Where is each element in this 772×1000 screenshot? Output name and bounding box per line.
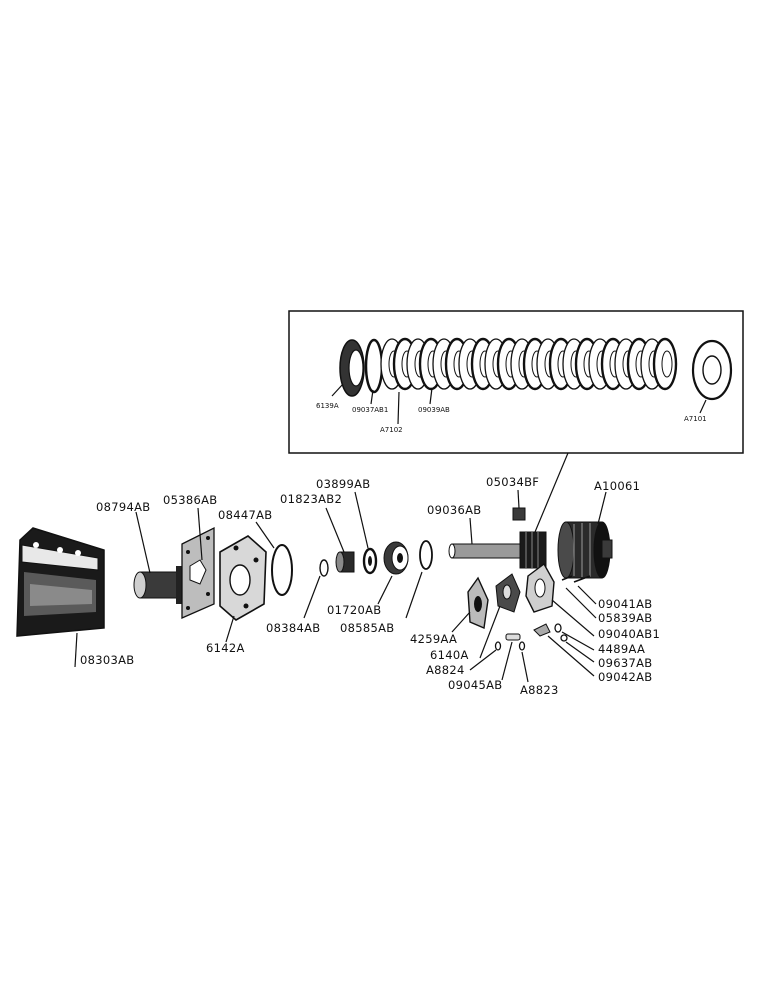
label-08303AB: 08303AB [80, 653, 134, 667]
gasket-05386AB [181, 526, 215, 619]
washer-A8824 [494, 641, 502, 651]
pins-09041AB [561, 575, 591, 583]
label-05839AB: 05839AB [598, 611, 652, 625]
label-A7101: A7101 [684, 415, 707, 423]
shaft-08794AB [133, 566, 186, 604]
separate-plate-a7101 [691, 339, 733, 401]
label-01720AB: 01720AB [327, 603, 381, 617]
leader-6139A [331, 383, 344, 397]
leader-05034BF [517, 489, 520, 509]
leader-09041AB [577, 585, 597, 605]
spring-09042AB [533, 623, 551, 637]
leader-09036AB [469, 517, 473, 545]
pump-body-6142A [219, 535, 267, 621]
leader-4259AA [451, 611, 471, 633]
leader-08447AB [255, 521, 275, 549]
label-08384AB: 08384AB [266, 621, 320, 635]
label-4489AA: 4489AA [598, 642, 645, 656]
leader-09037AB1 [370, 389, 374, 405]
spacer-09045AB [505, 633, 521, 641]
leader-08384AB [303, 575, 321, 619]
leader-08794AB [135, 511, 151, 574]
piston-plate [339, 339, 365, 397]
label-6142A: 6142A [206, 641, 245, 655]
leader-05839AB [565, 587, 597, 619]
label-09036AB: 09036AB [427, 503, 481, 517]
inset-connector-leader [534, 452, 569, 533]
clutch-plate-inset: 6139A 09037AB1 A7102 09039AB A7101 [288, 310, 744, 454]
leader-6142A [225, 615, 235, 643]
leader-A8823 [521, 651, 529, 683]
label-08794AB: 08794AB [96, 500, 150, 514]
clutch-drum-A10061 [557, 521, 613, 579]
label-09040AB1: 09040AB1 [598, 627, 660, 641]
label-05034BF: 05034BF [486, 475, 539, 489]
leader-03899AB [354, 491, 369, 549]
leader-09040AB1 [551, 599, 595, 637]
leader-01720AB [377, 575, 393, 605]
clutch-plate-stack [339, 337, 678, 397]
label-A8823: A8823 [520, 683, 559, 697]
washer-A8823 [518, 641, 526, 651]
label-09037AB1: 09037AB1 [352, 406, 388, 414]
washer-03899AB [362, 547, 378, 575]
snap-ring-08384AB [319, 559, 329, 577]
leader-08303AB [74, 632, 78, 668]
governor-plate-09040AB1 [525, 562, 555, 613]
output-shaft-09036AB [448, 531, 547, 569]
leader-4489AA [561, 631, 595, 651]
label-09041AB: 09041AB [598, 597, 652, 611]
label-A7102: A7102 [380, 426, 403, 434]
leader-01823AB2 [325, 507, 345, 553]
small-parts-cluster [494, 623, 568, 651]
governor-weight-6140A [495, 573, 521, 613]
label-09637AB: 09637AB [598, 656, 652, 670]
leader-A10061 [597, 491, 607, 525]
key-05034BF [512, 507, 526, 521]
label-A10061: A10061 [594, 479, 640, 493]
leader-A7102 [397, 391, 400, 425]
snap-ring-08585AB [419, 540, 433, 570]
housing-08303AB [16, 527, 105, 637]
label-08585AB: 08585AB [340, 621, 394, 635]
leader-A8824 [469, 649, 497, 671]
clip-09637AB [560, 634, 568, 642]
o-ring-08447AB [271, 544, 293, 596]
label-A8824: A8824 [426, 663, 465, 677]
governor-body-4259AA [467, 576, 489, 630]
leader-08585AB [405, 571, 423, 619]
leader-09045AB [501, 641, 513, 681]
label-09042AB: 09042AB [598, 670, 652, 684]
leader-09039AB [429, 387, 433, 405]
clip-4489AA [554, 623, 562, 633]
bearing-01823AB2 [335, 551, 355, 573]
label-09045AB: 09045AB [448, 678, 502, 692]
label-09039AB: 09039AB [418, 406, 450, 414]
leader-09637AB [565, 641, 595, 663]
inset-frame [288, 310, 744, 454]
leader-05386AB [197, 507, 203, 561]
label-6139A: 6139A [316, 402, 339, 410]
leader-09042AB [547, 635, 595, 677]
leader-6140A [479, 605, 501, 659]
label-01823AB2: 01823AB2 [280, 492, 342, 506]
label-08447AB: 08447AB [218, 508, 272, 522]
label-03899AB: 03899AB [316, 477, 370, 491]
retaining-ring [364, 338, 384, 394]
label-4259AA: 4259AA [410, 632, 457, 646]
label-6140A: 6140A [430, 648, 469, 662]
label-05386AB: 05386AB [163, 493, 217, 507]
clutch-plate-steel [652, 337, 678, 391]
bearing-01720AB [383, 541, 409, 575]
leader-A7101 [699, 399, 707, 414]
